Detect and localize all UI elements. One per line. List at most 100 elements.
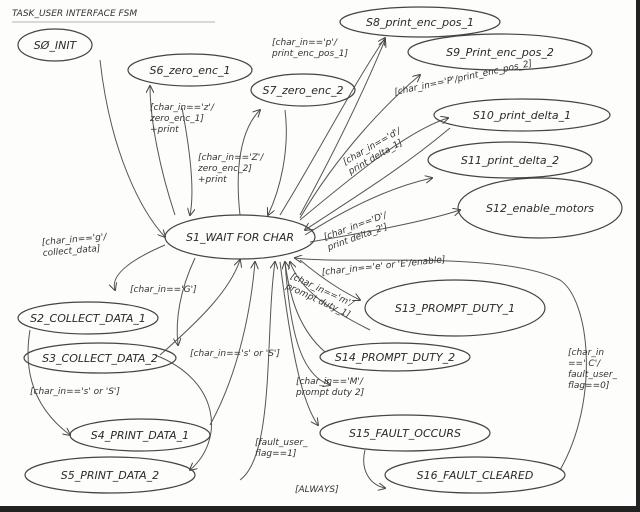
- transition-arrow: [299, 75, 420, 219]
- state-ellipse: [427, 141, 593, 179]
- transition-arrow: [159, 260, 240, 356]
- state-label: S11_print_delta_2: [461, 154, 559, 167]
- state-s11: S11_print_delta_2: [427, 141, 593, 179]
- state-ellipse: [17, 301, 159, 335]
- state-label: S3_COLLECT_DATA_2: [42, 352, 158, 365]
- transition-label-line: zero_enc_1]: [149, 114, 204, 124]
- state-label: S12_enable_motors: [486, 202, 594, 215]
- transition-label-line: +print: [198, 175, 227, 185]
- state-s6: S6_zero_enc_1: [127, 53, 253, 87]
- transition-arrow: [290, 262, 371, 331]
- transition-label-line: [char_in=='z'/: [150, 103, 215, 113]
- transition-label-line: [char_in=='P'/print_enc_pos_2]: [394, 59, 534, 98]
- transition-arrow: [304, 178, 432, 236]
- state-label: S10_print_delta_1: [473, 109, 571, 122]
- state-ellipse: [319, 414, 491, 452]
- transition-label-line: [fault_user_: [255, 438, 308, 448]
- transition-label: [char_in==' C'/fault_user_flag==0]: [568, 348, 618, 391]
- transition-label: [char_in=='g'/collect_data]: [41, 232, 108, 259]
- transition-label-line: [char_in=='s' or 'S']: [190, 349, 280, 359]
- transition-label-line: +print: [150, 125, 179, 135]
- state-s12: S12_enable_motors: [457, 177, 623, 239]
- transition-arrow: [299, 259, 360, 300]
- transition-label-line: [char_in=='M'/: [296, 377, 364, 387]
- state-label: S7_zero_enc_2: [262, 84, 343, 97]
- transition-label-line: [char_in=='e' or 'E'/enable]: [321, 255, 446, 278]
- transition-arrow: [150, 86, 176, 216]
- transition-label: [char_in=='s' or 'S']: [190, 349, 280, 359]
- state-label: S2_COLLECT_DATA_1: [30, 312, 146, 325]
- transition-label-line: prompt duty 2]: [295, 388, 365, 398]
- transition-arrow: [237, 110, 260, 216]
- state-ellipse: [457, 177, 623, 239]
- transition-label: [char_in=='p'/print_enc_pos_1]: [271, 38, 348, 59]
- state-ellipse: [384, 456, 566, 494]
- transition-label-line: [char_in=='p'/: [272, 38, 338, 48]
- state-ellipse: [339, 6, 501, 38]
- transition-arrow: [99, 59, 165, 237]
- state-ellipse: [23, 342, 177, 374]
- transition-label-line: [ALWAYS]: [295, 485, 339, 495]
- state-ellipse: [127, 53, 253, 87]
- transition-arrow: [305, 127, 451, 230]
- state-s0: SØ_INIT: [17, 28, 93, 62]
- state-s5: S5_PRINT_DATA_2: [24, 456, 196, 494]
- state-label: S6_zero_enc_1: [149, 64, 230, 77]
- state-s4: S4_PRINT_DATA_1: [69, 418, 211, 452]
- state-label: S15_FAULT_OCCURS: [349, 427, 461, 440]
- transition-label-line: print_enc_pos_1]: [271, 49, 348, 59]
- state-s2: S2_COLLECT_DATA_1: [17, 301, 159, 335]
- state-ellipse: [319, 342, 471, 372]
- state-ellipse: [250, 73, 356, 107]
- state-s10: S10_print_delta_1: [433, 98, 611, 132]
- state-label: S1_WAIT FOR CHAR: [186, 231, 294, 244]
- transition-label-line: zero_enc_2]: [197, 164, 252, 174]
- state-label: S9_Print_enc_pos_2: [446, 46, 554, 59]
- transition-arrow: [177, 257, 196, 345]
- state-ellipse: [433, 98, 611, 132]
- transition-arrow: [114, 244, 166, 290]
- transition-arrow: [181, 107, 192, 215]
- transition-arrow: [284, 261, 330, 385]
- state-label: S5_PRINT_DATA_2: [61, 469, 159, 482]
- transition-label-line: flag==0]: [568, 381, 610, 391]
- state-ellipse: [364, 279, 546, 337]
- transition-label: [char_in=='G']: [130, 285, 197, 295]
- state-label: S14_PROMPT_DUTY_2: [335, 351, 455, 364]
- state-label: SØ_INIT: [34, 39, 78, 52]
- transition-label-line: flag==1]: [255, 449, 297, 459]
- state-s7: S7_zero_enc_2: [250, 73, 356, 107]
- transition-label-line: [char_in=='Z'/: [198, 153, 264, 163]
- transition-label: [char_in=='m'/prompt duty_1]: [283, 271, 356, 320]
- diagram-title: TASK_USER INTERFACE FSM: [12, 9, 137, 19]
- transition-label: [char_in=='z'/zero_enc_1]+print: [149, 103, 215, 135]
- state-s3: S3_COLLECT_DATA_2: [23, 342, 177, 374]
- transition-label: [ALWAYS]: [295, 485, 339, 495]
- transition-label: [fault_user_flag==1]: [255, 438, 308, 459]
- state-s16: S16_FAULT_CLEARED: [384, 456, 566, 494]
- transition-label: [char_in=='P'/print_enc_pos_2]: [394, 59, 534, 98]
- transition-arrow: [154, 354, 212, 470]
- transition-arrow: [299, 118, 448, 221]
- transition-arrow: [295, 258, 587, 471]
- transition-arrow: [309, 210, 460, 243]
- transition-label-line: ==' C'/: [568, 359, 601, 369]
- transition-arrow: [209, 262, 255, 426]
- transition-label: [char_in=='Z'/zero_enc_2]+print: [197, 153, 264, 185]
- transition-label: [char_in=='e' or 'E'/enable]: [321, 255, 446, 278]
- state-label: S13_PROMPT_DUTY_1: [395, 302, 515, 315]
- state-s13: S13_PROMPT_DUTY_1: [364, 279, 546, 337]
- state-ellipse: [24, 456, 196, 494]
- transition-label: [char_in=='d'/print delta_1]: [341, 126, 409, 178]
- transition-arrow: [27, 329, 70, 435]
- state-ellipse: [407, 33, 593, 71]
- transition-label: [char_in=='M'/prompt duty 2]: [295, 377, 365, 398]
- transition-label-line: [char_in: [568, 348, 604, 358]
- transition-arrow: [299, 40, 385, 216]
- state-s8: S8_print_enc_pos_1: [339, 6, 501, 38]
- state-label: S4_PRINT_DATA_1: [91, 429, 189, 442]
- transition-arrow: [268, 109, 287, 215]
- state-label: S8_print_enc_pos_1: [366, 16, 474, 29]
